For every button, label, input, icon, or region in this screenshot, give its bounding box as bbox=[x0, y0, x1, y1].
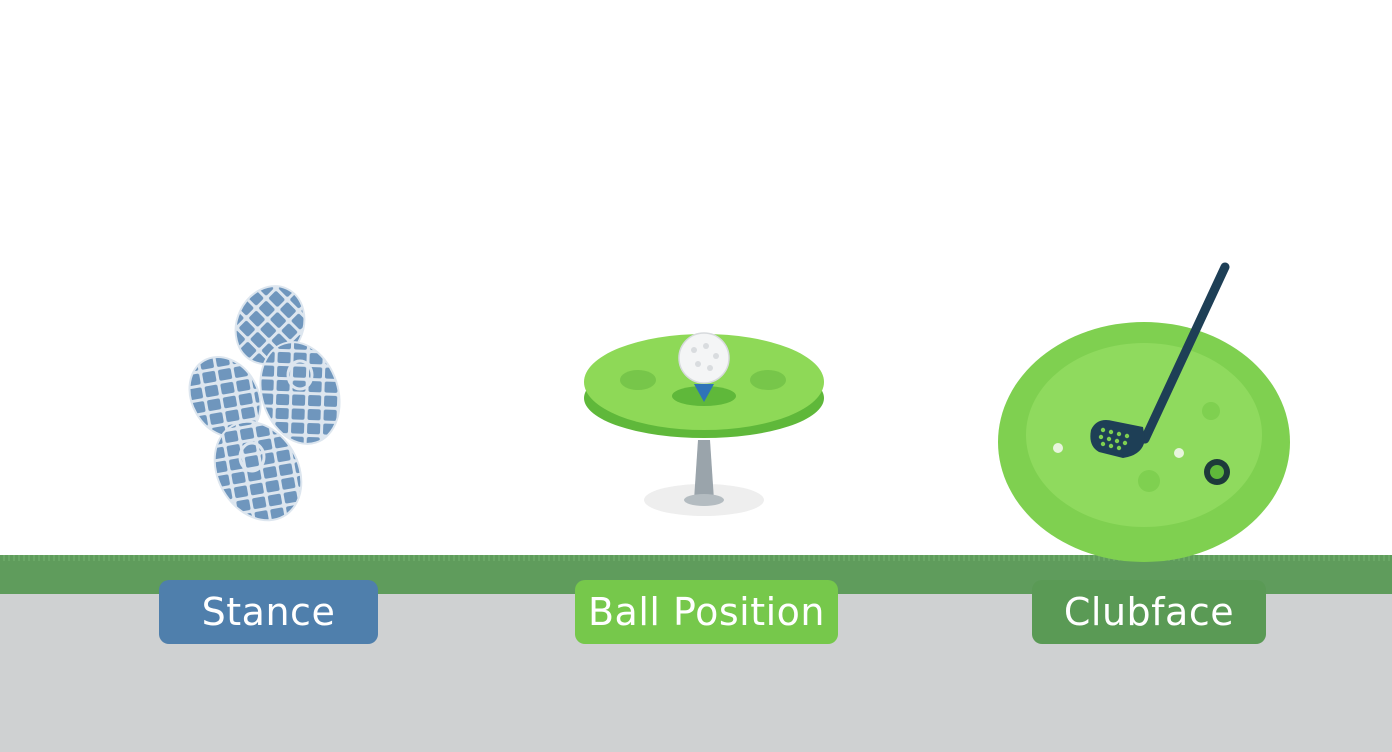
golf-ball-on-tee-icon bbox=[584, 332, 824, 516]
stance-label: Stance bbox=[159, 580, 378, 644]
golf-club-on-green-icon bbox=[998, 262, 1290, 562]
footprints-icon bbox=[188, 285, 341, 522]
clubface-label: Clubface bbox=[1032, 580, 1266, 644]
ball-position-label: Ball Position bbox=[575, 580, 838, 644]
